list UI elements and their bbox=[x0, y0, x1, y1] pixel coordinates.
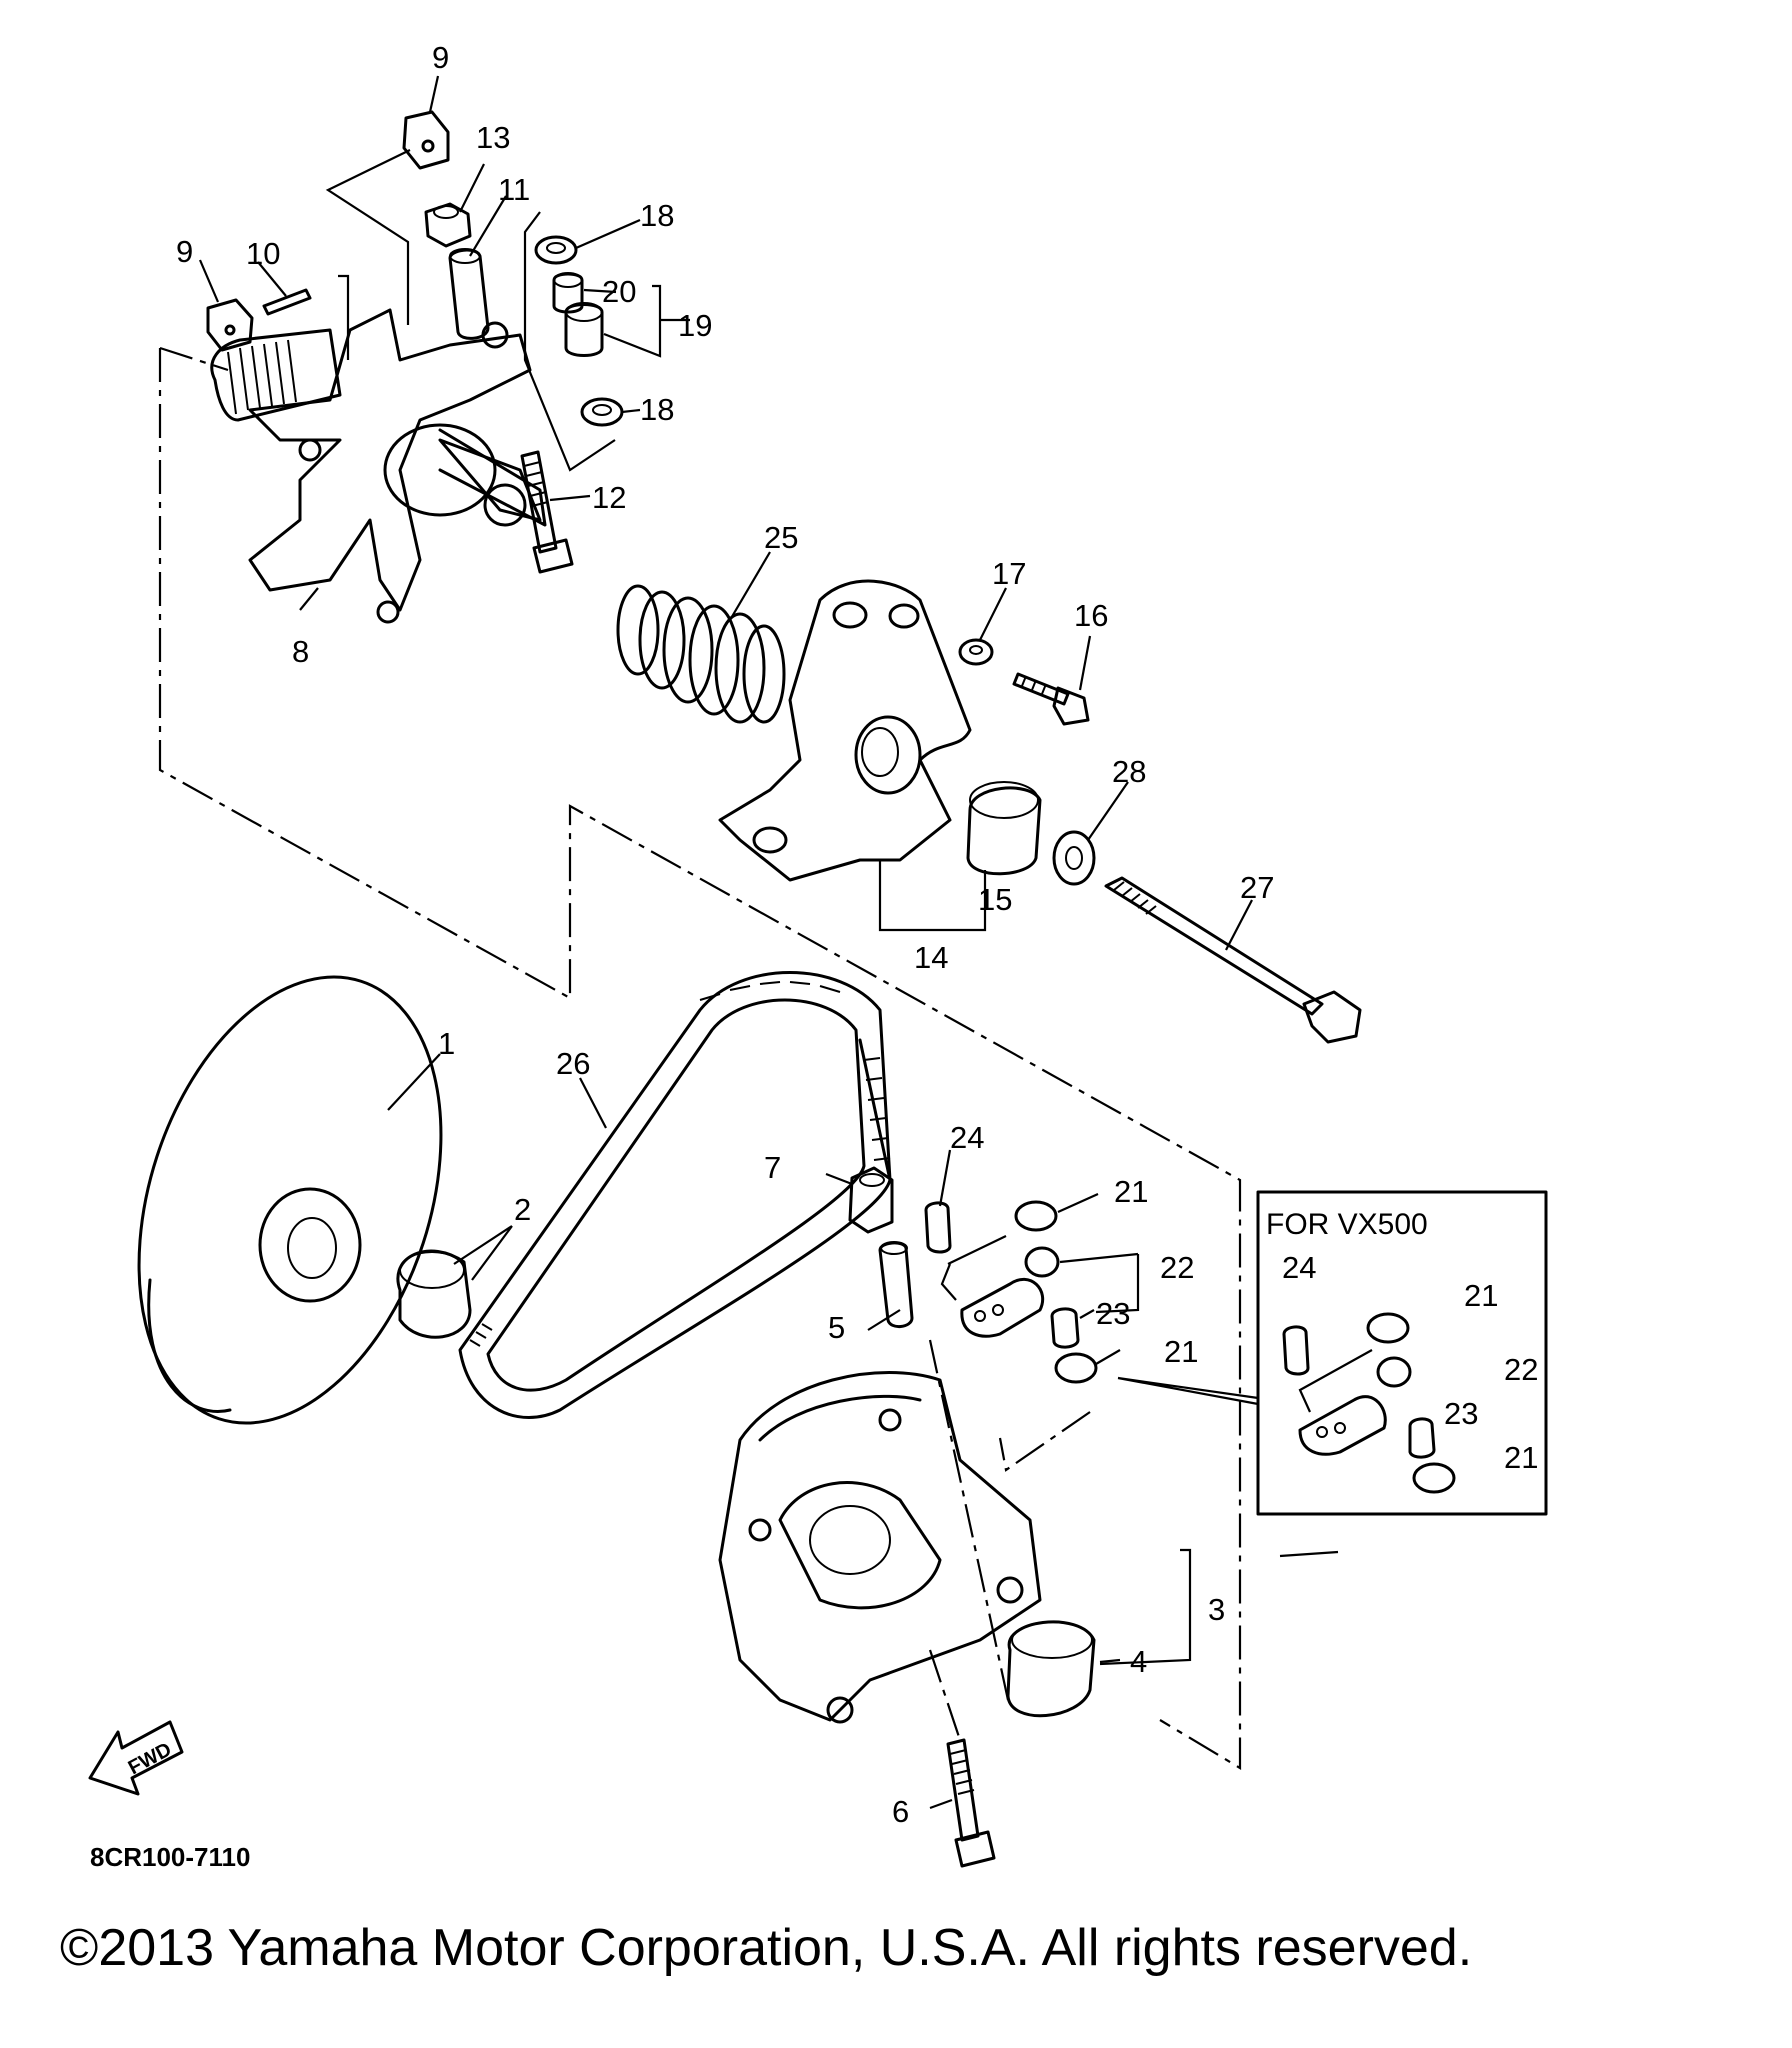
spring-25 bbox=[616, 584, 786, 724]
slider-9-top bbox=[402, 110, 450, 170]
callout-21-a: 21 bbox=[1114, 1174, 1148, 1209]
callout-22-a: 22 bbox=[1160, 1250, 1194, 1285]
pin-24 bbox=[924, 1201, 952, 1254]
callout-28: 28 bbox=[1112, 754, 1146, 789]
callout-3: 3 bbox=[1208, 1592, 1225, 1627]
nut-7 bbox=[848, 1166, 894, 1234]
callout-25: 25 bbox=[764, 520, 798, 555]
washer-18-top bbox=[534, 235, 578, 265]
collar-11 bbox=[448, 248, 490, 340]
inset-vx500 bbox=[1256, 1190, 1548, 1516]
spider-assembly bbox=[210, 308, 547, 624]
callout-24-inset: 24 bbox=[1282, 1250, 1316, 1285]
v-belt-26 bbox=[458, 971, 892, 1419]
callout-17: 17 bbox=[992, 556, 1026, 591]
fixed-sheave-1 bbox=[137, 975, 443, 1425]
washer-21-a bbox=[1014, 1200, 1058, 1232]
fwd-arrow-icon: FWD bbox=[88, 1720, 184, 1796]
callout-13: 13 bbox=[476, 120, 510, 155]
pin-10 bbox=[262, 288, 312, 316]
callout-18-top: 18 bbox=[640, 198, 674, 233]
roller-19 bbox=[564, 302, 604, 357]
callout-26: 26 bbox=[556, 1046, 590, 1081]
inset-title: FOR VX500 bbox=[1266, 1208, 1428, 1241]
leader-lines bbox=[198, 75, 1339, 1810]
callout-9-left: 9 bbox=[176, 234, 193, 269]
bolt-6 bbox=[946, 1738, 996, 1868]
callout-21-inset-top: 21 bbox=[1464, 1278, 1498, 1313]
washer-17 bbox=[958, 638, 994, 666]
callout-23-inset: 23 bbox=[1444, 1396, 1478, 1431]
callout-24: 24 bbox=[950, 1120, 984, 1155]
callout-7: 7 bbox=[764, 1150, 781, 1185]
hub-guide-line bbox=[998, 1411, 1091, 1472]
weight-arm-22 bbox=[960, 1246, 1060, 1338]
callout-20: 20 bbox=[602, 274, 636, 309]
bushing-2 bbox=[396, 1249, 472, 1339]
slider-9-left bbox=[206, 298, 254, 352]
callout-18-bottom: 18 bbox=[640, 392, 674, 427]
washer-21-b bbox=[1054, 1352, 1098, 1384]
spider-bracket-line bbox=[325, 149, 411, 325]
callout-6: 6 bbox=[892, 1794, 909, 1829]
bolt-27 bbox=[1104, 876, 1362, 1044]
inset-pointer-line bbox=[1117, 1376, 1259, 1406]
bolt-16 bbox=[1012, 672, 1090, 726]
callout-1: 1 bbox=[438, 1026, 455, 1061]
callout-15: 15 bbox=[978, 882, 1012, 917]
diagram-code: 8CR100-7110 bbox=[90, 1842, 250, 1872]
pin-pointer-line bbox=[947, 1235, 1007, 1265]
bushing-23 bbox=[1050, 1307, 1080, 1349]
callout-2: 2 bbox=[514, 1192, 531, 1227]
movable-sheave-3 bbox=[718, 1371, 1042, 1724]
callout-16: 16 bbox=[1074, 598, 1108, 633]
callout-21-inset-bottom: 21 bbox=[1504, 1440, 1538, 1475]
callout-10: 10 bbox=[246, 236, 280, 271]
callout-12: 12 bbox=[592, 480, 626, 515]
pin-bracket-line bbox=[523, 211, 616, 472]
assembly-outline-top bbox=[159, 346, 229, 372]
washer-18-bottom bbox=[580, 397, 624, 427]
callout-14: 14 bbox=[914, 940, 948, 975]
callout-22-inset: 22 bbox=[1504, 1352, 1538, 1387]
sheave-guide-line bbox=[928, 1339, 1010, 1701]
callout-19: 19 bbox=[678, 308, 712, 343]
callout-8: 8 bbox=[292, 634, 309, 669]
nut-13 bbox=[424, 202, 472, 248]
collar-5 bbox=[878, 1241, 914, 1328]
callout-5: 5 bbox=[828, 1310, 845, 1345]
assembly-outline-upper bbox=[158, 348, 1242, 1770]
callout-23-a: 23 bbox=[1096, 1296, 1130, 1331]
spider-cover-14 bbox=[718, 579, 987, 932]
washer-28 bbox=[1052, 830, 1096, 886]
callout-4: 4 bbox=[1130, 1644, 1147, 1679]
bushing-4 bbox=[1006, 1620, 1096, 1718]
copyright-notice: ©2013 Yamaha Motor Corporation, U.S.A. A… bbox=[60, 1919, 1473, 1977]
bushing-15 bbox=[966, 781, 1042, 876]
bolt-guide-line bbox=[928, 1649, 962, 1741]
callout-9-top: 9 bbox=[432, 40, 449, 75]
arm-bracket-line bbox=[940, 1263, 957, 1301]
bolt-12 bbox=[520, 450, 574, 574]
callout-21-b: 21 bbox=[1164, 1334, 1198, 1369]
callout-27: 27 bbox=[1240, 870, 1274, 905]
fwd-label: FWD bbox=[125, 1738, 176, 1779]
callout-11: 11 bbox=[498, 172, 530, 207]
